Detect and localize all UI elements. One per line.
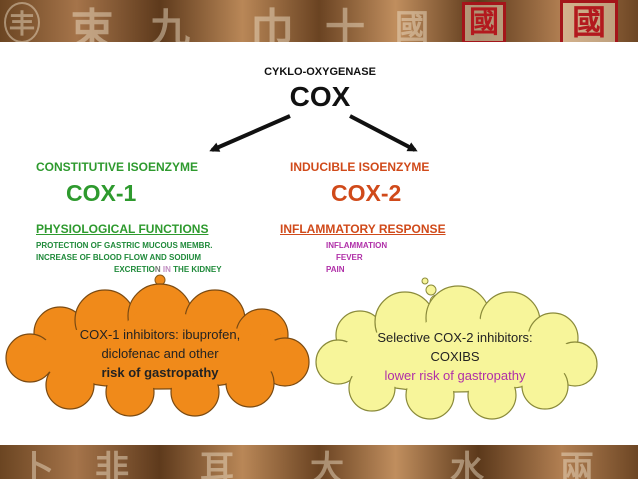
cox1-function-item: INCREASE OF BLOOD FLOW AND SODIUM [36,253,202,262]
red-seal-stamp: 國 [462,2,506,42]
cox1-inhibitors-line: diclofenac and other [101,346,219,361]
cox2-response-item: INFLAMMATION [326,241,388,250]
calligraphy-glyph: 丰 [4,2,41,42]
thought-bubble [421,277,429,285]
excretion-organ: THE KIDNEY [173,265,222,274]
cox2-inhibitors-line: COXIBS [430,349,480,364]
calligraphy-glyph: 兩 [560,449,594,479]
red-seal-stamp: 國 [560,0,618,42]
calligraphy-glyph: 巾 [250,5,294,42]
excretion-word-end: N [154,265,161,274]
calligraphy-glyph: 九 [150,5,190,42]
calligraphy-glyph: 束 [70,5,114,42]
cox2-inhibitors-line: Selective COX-2 inhibitors: [377,330,533,345]
cox2-type-label: INDUCIBLE ISOENZYME [290,160,430,174]
arrow-to-cox1 [209,114,291,152]
cox1-name: COX-1 [66,180,137,206]
left-cloud-text: COX-1 inhibitors: ibuprofen, diclofenac … [40,325,280,382]
enzyme-abbreviation: COX [289,81,351,112]
calligraphy-glyph: 十 [325,5,365,42]
cox1-function-item: PROTECTION OF GASTRIC MUCOUS MEMBR. [36,241,213,250]
calligraphy-glyph: 耳 [200,449,234,479]
calligraphy-glyph: 水 [450,449,484,479]
cox2-risk-line: lower risk of gastropathy [384,368,526,383]
cox1-risk-line: risk of gastropathy [101,365,219,380]
top-decorative-banner: 丰 束 九 巾 十 國 國 國 [0,0,638,42]
cox1-function-item-excretion: EXCRETION IN THE KIDNEY [114,265,222,274]
calligraphy-glyph: 卜 [20,449,54,479]
calligraphy-glyph: 大 [310,449,344,479]
right-cloud-text: Selective COX-2 inhibitors: COXIBS lower… [335,328,575,385]
excretion-preposition: IN [162,265,171,274]
cox2-name: COX-2 [331,180,402,206]
cox2-response-item: FEVER [336,253,363,262]
thought-bubble [425,284,437,296]
cox1-type-label: CONSTITUTIVE ISOENZYME [36,160,199,174]
cox2-role-heading: INFLAMMATORY RESPONSE [280,222,446,236]
bottom-decorative-banner: 卜 非 耳 大 水 兩 [0,445,638,479]
cox1-inhibitors-line: COX-1 inhibitors: ibuprofen, [79,327,241,342]
excretion-word-start: EXCRETIO [114,265,155,274]
calligraphy-glyph: 非 [95,449,129,479]
calligraphy-glyph: 國 [395,8,429,42]
arrow-to-cox2 [349,114,418,152]
enzyme-full-name: CYKLO-OXYGENASE [264,66,376,78]
cox2-response-item: PAIN [326,265,345,274]
cox1-role-heading: PHYSIOLOGICAL FUNCTIONS [36,222,209,236]
